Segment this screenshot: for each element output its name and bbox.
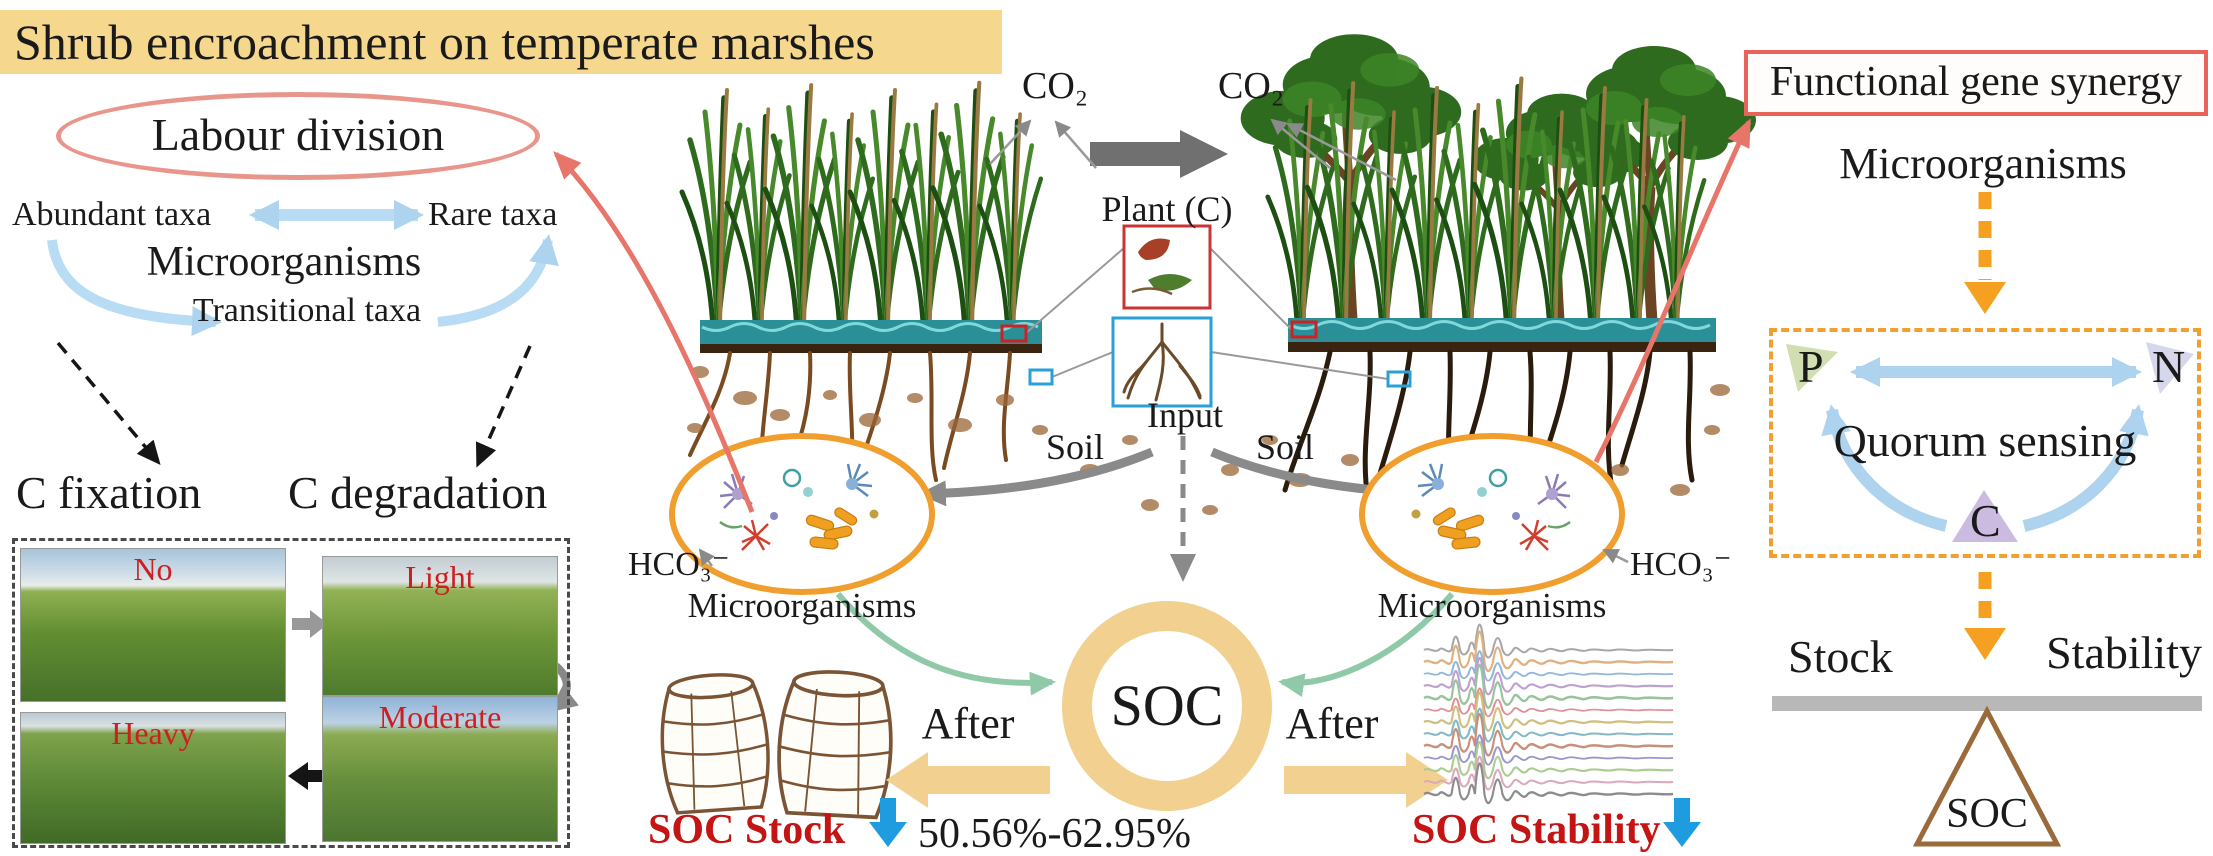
hco3-pointer-lines	[698, 548, 1629, 567]
quorum-sensing-label: Quorum sensing	[1833, 415, 2137, 466]
barrels-illustration	[655, 667, 897, 820]
microorganisms-oval-right	[1359, 433, 1625, 595]
node-n-label: N	[2152, 341, 2186, 392]
title-banner: Shrub encroachment on temperate marshes	[0, 10, 1002, 74]
soc-stock-label: SOC Stock	[648, 807, 846, 853]
after-left-label: After	[921, 699, 1015, 748]
stock-label: Stock	[1788, 631, 1893, 682]
transition-arrow	[1090, 130, 1228, 178]
photo-no-encroachment: No	[20, 548, 286, 702]
soil-left-label: Soil	[1045, 427, 1105, 467]
microorganisms-left-panel-label: Microorganisms	[146, 239, 422, 285]
labour-division-arrow	[553, 151, 755, 513]
soil-right-label: Soil	[1255, 427, 1315, 467]
abundant-taxa-label: Abundant taxa	[12, 196, 212, 233]
balance-fulcrum-triangle	[1912, 705, 2062, 847]
functional-gene-arrow	[1593, 118, 1752, 464]
node-p-label: P	[1798, 341, 1824, 392]
c-fixation-label: C fixation	[16, 467, 202, 518]
plant-c-label: Plant (C)	[1101, 189, 1233, 229]
quorum-cycle-arrows	[1821, 404, 2149, 532]
spectra-illustration	[1422, 623, 1675, 805]
transitional-taxa-label: Transitional taxa	[192, 292, 422, 329]
functional-gene-synergy-box: Functional gene synergy	[1744, 50, 2208, 116]
photo-moderate-label: Moderate	[378, 699, 502, 735]
microorganisms-left-label: Microorganisms	[687, 586, 917, 625]
co2-right-label: CO₂	[1218, 65, 1285, 107]
taxa-cycle-arrows	[47, 234, 559, 337]
soc-ring	[1062, 601, 1272, 811]
soc-label: SOC	[1110, 673, 1224, 738]
plant-sample-boxes	[1000, 224, 1412, 408]
c-degradation-label: C degradation	[288, 467, 548, 518]
dashed-function-arrows	[56, 341, 532, 468]
left-marsh-illustration	[682, 83, 1042, 492]
photo-no-label: No	[133, 551, 173, 587]
photo-light-encroachment: Light	[322, 556, 558, 696]
photo-moderate-encroachment: Moderate	[322, 696, 558, 842]
quorum-sensing-box	[1769, 328, 2201, 558]
gene-flow-arrows	[1964, 192, 2006, 660]
co2-left-label: CO₂	[1022, 65, 1089, 107]
photo-light-label: Light	[405, 559, 475, 595]
microorganisms-right-label: Microorganisms	[1377, 586, 1607, 625]
rare-taxa-label: Rare taxa	[428, 196, 558, 233]
balance-beam	[1772, 696, 2202, 711]
soc-triangle-label: SOC	[1946, 791, 2028, 837]
microorganisms-right-panel-label: Microorganisms	[1839, 139, 2127, 188]
hco3-right-label: HCO₃⁻	[1630, 546, 1732, 583]
photo-heavy-label: Heavy	[111, 715, 195, 751]
labour-division-oval: Labour division	[56, 92, 540, 180]
soc-stability-decrease-icon	[1663, 798, 1701, 847]
balance-illustration	[1772, 696, 2202, 847]
after-arrows	[886, 752, 1448, 808]
stability-label: Stability	[2046, 627, 2202, 678]
green-arrows	[835, 592, 1455, 698]
reduction-range-label: 50.56%-62.95%	[918, 811, 1191, 856]
figure-title: Shrub encroachment on temperate marshes	[14, 14, 875, 70]
node-c-label: C	[1970, 495, 2001, 546]
co2-flux-lines	[989, 118, 1397, 182]
soc-stability-label: SOC Stability	[1412, 807, 1661, 853]
hco3-left-label: HCO₃⁻	[628, 546, 730, 583]
functional-gene-synergy-label: Functional gene synergy	[1769, 59, 2183, 105]
pnc-shapes	[1786, 342, 2194, 542]
photo-heavy-encroachment: Heavy	[20, 712, 286, 844]
labour-division-label: Labour division	[151, 109, 445, 160]
after-right-label: After	[1285, 699, 1379, 748]
input-label: Input	[1147, 395, 1223, 435]
